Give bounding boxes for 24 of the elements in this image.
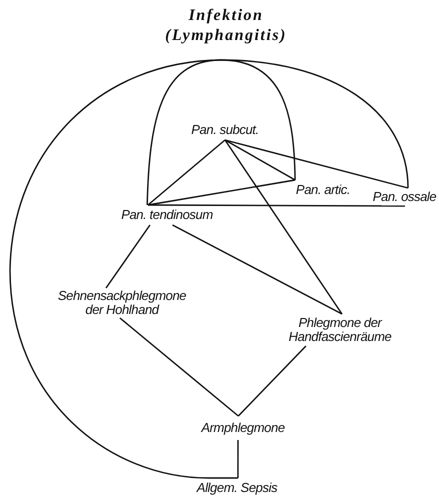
condition-label: Phlegmone der Handfascienräume bbox=[274, 314, 406, 346]
connector-line bbox=[224, 139, 408, 189]
connector-line bbox=[224, 140, 343, 314]
connector-line bbox=[224, 139, 296, 181]
connector-line bbox=[9, 59, 238, 479]
connector-line bbox=[237, 440, 239, 478]
connector-line bbox=[148, 179, 296, 206]
connector-line bbox=[148, 204, 405, 207]
condition-label: Pan. tendinosum bbox=[112, 205, 222, 225]
infection-label: Infektion (Lymphangitis) bbox=[146, 6, 306, 60]
connector-line bbox=[220, 59, 296, 180]
connector-line bbox=[146, 59, 222, 206]
connector-line bbox=[119, 317, 239, 417]
condition-label: Pan. subcut. bbox=[186, 120, 264, 140]
condition-label: Allgem. Sepsis bbox=[184, 478, 290, 498]
condition-label: Armphlegmone bbox=[186, 416, 300, 440]
condition-label: Pan. ossale bbox=[370, 188, 439, 206]
condition-label: Pan. artic. bbox=[292, 180, 354, 199]
connector-line bbox=[105, 224, 151, 288]
connector-line bbox=[238, 346, 306, 416]
condition-label: Sehnensackphlegmone der Hohlhand bbox=[48, 288, 196, 318]
connector-line bbox=[172, 224, 342, 315]
connector-line bbox=[148, 139, 226, 206]
connector-line bbox=[221, 59, 409, 188]
